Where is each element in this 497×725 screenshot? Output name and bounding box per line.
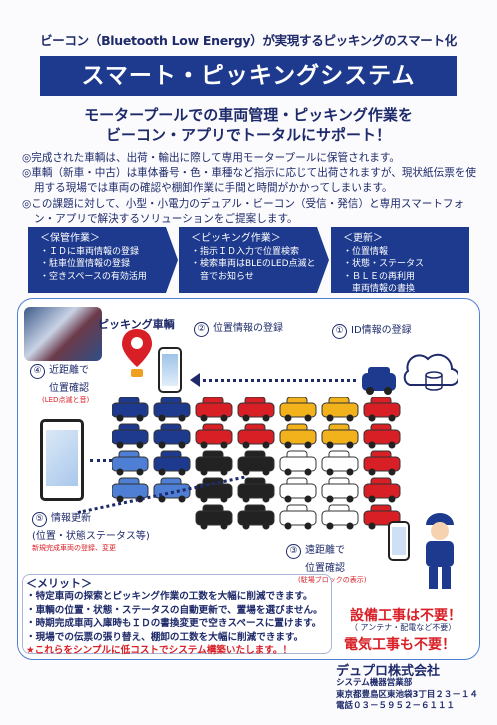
car-icon [153, 450, 191, 476]
car-icon [112, 477, 149, 503]
car-icon [112, 397, 149, 422]
feature-picking: ＜ピッキング作業＞ ・指示ＩＤ入力で位置検索 ・検索車両はBLEのLED点滅と … [179, 227, 329, 293]
feature-title: ＜更新＞ [343, 233, 383, 244]
car-icon [237, 423, 275, 449]
car-icon [321, 477, 359, 503]
feature-item: ・指示ＩＤ入力で位置検索 [191, 246, 300, 257]
merit-box [22, 574, 332, 654]
smartphone-icon [158, 347, 182, 393]
merit-item: ・車輌の位置・状態・ステータスの自動更新で、置場を選びません。 [26, 604, 323, 616]
car-icon [153, 397, 191, 422]
feature-title: ＜保管作業＞ [40, 233, 100, 244]
merit-item: ・現場での伝票の張り替え、棚卸の工数を大幅に削減できます。 [26, 631, 304, 643]
smartphone-map-icon [40, 419, 84, 501]
company-address: システム機器営業部 東京都豊島区東池袋3丁目２３－１４ 電話０３－５９５２－６１… [336, 678, 478, 713]
car-icon [321, 423, 359, 449]
car-icon [237, 450, 275, 476]
callout-note: （ アンテナ・配電など不要） [350, 623, 457, 632]
car-icon [153, 423, 191, 449]
callout-no-electrical: 電気工事も不要！ [344, 637, 456, 653]
callout-no-construction: 設備工事は不要！ [350, 608, 462, 624]
car-icon [321, 450, 359, 476]
feature-item: 音でお知らせ [191, 271, 254, 282]
worker-icon [426, 513, 454, 589]
subtitle: ビーコン（Bluetooth Low Energy）が実現するピッキングのスマー… [40, 33, 457, 48]
car-icon [195, 504, 233, 530]
lead-paragraph: この課題に対して、小型・小電力のデュアル・ビーコン（受信・発信）と専用スマートフ… [22, 197, 482, 227]
lead-text: 完成された車輌は、出荷・輸出に際して専用モータープールに保管されます。 車輌（新… [22, 151, 482, 227]
car-grid [112, 397, 401, 530]
car-icon [363, 450, 401, 476]
feature-item: ・位置情報 [343, 246, 389, 257]
car-icon [237, 477, 275, 503]
car-icon [321, 504, 359, 530]
picking-car-label: ピッキング車輌 [98, 318, 175, 331]
feature-item: ・ＩＤに車両情報の登録 [40, 246, 140, 257]
page-title: スマート・ピッキングシステム [40, 56, 457, 96]
company-street: 東京都豊島区東池袋3丁目２３－１４ [336, 689, 478, 700]
flow-arrow [196, 379, 356, 382]
feature-storage: ＜保管作業＞ ・ＩＤに車両情報の登録 ・駐車位置情報の登録 ・空きスペースの有効… [28, 227, 178, 293]
car-icon [195, 477, 233, 503]
feature-update: ＜更新＞ ・位置情報 ・状態・ステータス ・ＢＬＥの再利用 車両情報の書換 [331, 227, 469, 294]
cloud-server-icon [362, 353, 458, 395]
car-icon [279, 504, 317, 530]
car-icon [279, 397, 317, 422]
car-icon [153, 477, 191, 503]
feature-item: ・状態・ステータス [343, 259, 425, 269]
feature-title: ＜ピッキング作業＞ [191, 233, 281, 244]
tagline-2: ビーコン・アプリでトータルにサポート！ [105, 126, 391, 144]
car-icon [195, 450, 233, 476]
merit-item: ・時期完成車両入庫時もＩＤの書換変更で空きスペースに置けます。 [26, 618, 322, 630]
car-lot-photo [24, 307, 102, 361]
car-icon [363, 423, 401, 449]
merit-closing: ★これらをシンプルに低コストでシステム構築いたします。！ [26, 645, 293, 657]
car-icon [237, 504, 275, 530]
arrow-head-icon [190, 373, 200, 387]
company-dept: システム機器営業部 [336, 678, 413, 688]
company-name: デュプロ株式会社 [336, 664, 441, 679]
flow-arrow [90, 459, 112, 462]
company-phone: 電話０３－５９５２－６１１１ [336, 701, 456, 711]
car-icon [363, 397, 401, 422]
feature-item: ・ＢＬＥの再利用 [343, 271, 416, 282]
car-icon [195, 423, 233, 449]
merit-title: ＜メリット＞ [26, 577, 92, 590]
car-icon [279, 477, 317, 503]
location-pin-icon [122, 329, 152, 377]
car-icon [321, 397, 359, 422]
car-icon [237, 397, 275, 422]
car-icon [279, 450, 317, 476]
lead-paragraph: 車輌（新車・中古）は車体番号・色・車種など指示に応じて出荷されますが、現状紙伝票… [22, 166, 482, 196]
car-icon [112, 450, 149, 476]
feature-item: ・駐車位置情報の登録 [40, 259, 131, 269]
feature-item: ・検索車両はBLEのLED点滅と [191, 259, 316, 269]
car-icon [363, 477, 401, 503]
car-icon [195, 397, 233, 422]
merit-item: ・特定車両の探索とピッキング作業の工数を大幅に削減できます。 [26, 591, 313, 602]
tagline-1: モータープールでの車両管理・ピッキング作業を [84, 106, 413, 124]
feature-item: 車両情報の書換 [343, 284, 416, 294]
smartphone-icon [388, 521, 410, 561]
car-icon [279, 423, 317, 449]
merit-list: ・特定車両の探索とピッキング作業の工数を大幅に削減できます。 ・車輌の位置・状態… [26, 590, 323, 658]
lead-paragraph: 完成された車輌は、出荷・輸出に際して専用モータープールに保管されます。 [22, 151, 482, 166]
feature-item: ・空きスペースの有効活用 [40, 271, 147, 282]
car-icon [112, 423, 149, 449]
